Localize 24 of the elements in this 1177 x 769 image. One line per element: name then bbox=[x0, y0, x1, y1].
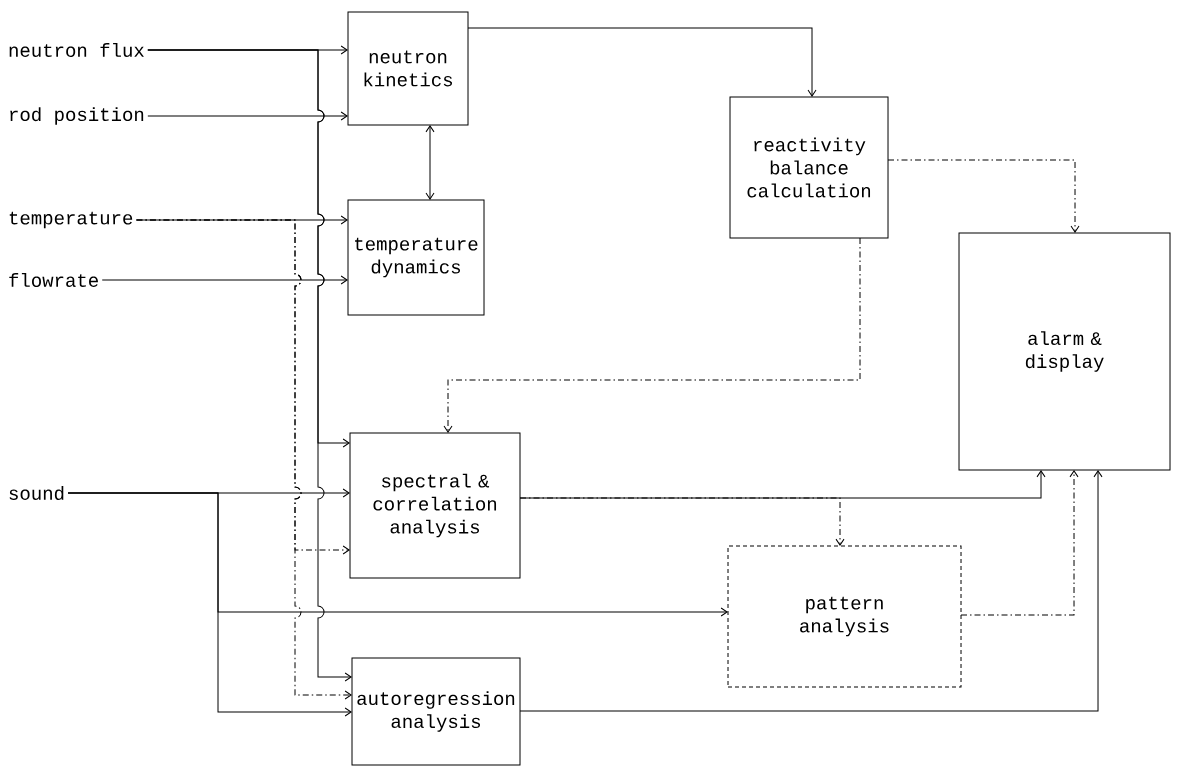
process-box: alarm & display bbox=[958, 232, 1171, 471]
process-box: neutron kinetics bbox=[347, 11, 469, 126]
arrow bbox=[467, 27, 817, 97]
input-label: temperature bbox=[9, 211, 133, 229]
arrow bbox=[147, 111, 348, 121]
input-label: neutron flux bbox=[9, 43, 144, 57]
arrow bbox=[960, 470, 1079, 616]
process-box: pattern analysis bbox=[727, 545, 962, 688]
arrow bbox=[67, 492, 352, 717]
arrow bbox=[101, 275, 348, 285]
arrow bbox=[135, 219, 352, 700]
arrow bbox=[147, 49, 352, 682]
arrow bbox=[425, 125, 435, 200]
input-label: rod position bbox=[10, 107, 144, 125]
arrow bbox=[519, 497, 845, 546]
input-label: sound bbox=[9, 486, 64, 500]
process-box: spectral & correlation analysis bbox=[349, 432, 521, 579]
process-box: autoregression analysis bbox=[351, 657, 521, 766]
arrow bbox=[519, 470, 1103, 712]
input-label: flowrate bbox=[9, 273, 98, 287]
arrow bbox=[443, 237, 861, 433]
process-box: temperature dynamics bbox=[347, 199, 485, 316]
arrow bbox=[887, 159, 1080, 233]
process-box: reactivity balance calculation bbox=[729, 96, 889, 239]
